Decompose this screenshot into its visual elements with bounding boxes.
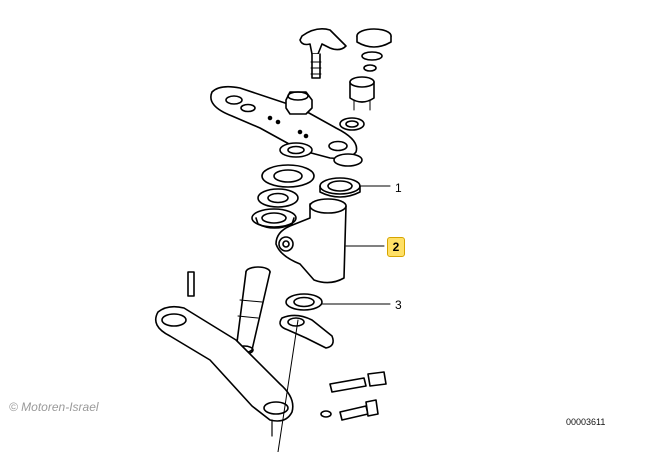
steering-stem [234, 266, 271, 355]
right-cap-stack [349, 28, 392, 111]
callout-2[interactable]: 2 [387, 237, 405, 257]
bearing-ring-1 [319, 177, 361, 198]
small-pin [187, 271, 195, 297]
right-clamp-piece [279, 314, 334, 349]
callout-3: 3 [395, 298, 402, 312]
steering-head-housing [275, 198, 347, 284]
lower-yoke [154, 305, 294, 437]
center-nut [285, 91, 313, 115]
lower-bolts [320, 371, 387, 421]
upper-clamp-plate [210, 85, 358, 160]
upper-t-handle-bolt [299, 28, 347, 79]
right-washers-upper [333, 117, 365, 167]
lower-ring-3 [285, 293, 323, 311]
diagram-id: 00003611 [566, 417, 606, 427]
callout-1: 1 [395, 181, 402, 195]
watermark: © Motoren-Israel [9, 400, 99, 414]
axis-line [277, 319, 299, 452]
left-bearing-stack [251, 142, 315, 229]
